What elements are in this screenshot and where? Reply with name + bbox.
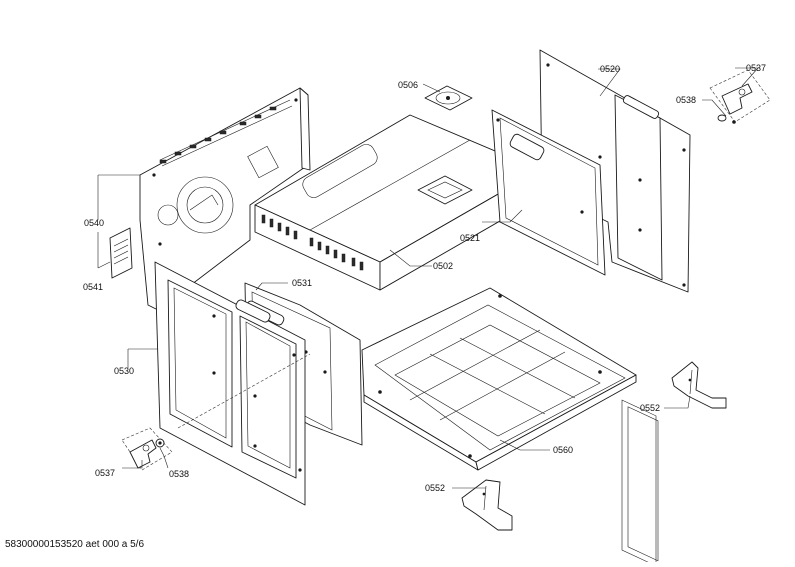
hinge-bracket-bottom	[121, 427, 173, 471]
callout-0537-bottom: 0537	[95, 468, 115, 478]
callout-labels: 0506 0520 0537 0538 0540 0521 0541 0502 …	[83, 63, 766, 493]
top-housing	[254, 114, 541, 291]
support-bracket-bottom	[461, 479, 513, 531]
callout-0552-right: 0552	[640, 403, 660, 413]
left-side-wall	[139, 87, 311, 311]
callout-0502: 0502	[433, 261, 453, 271]
drawing-number-footer: 58300000153520 aet 000 a 5/6	[5, 539, 145, 550]
callout-0530: 0530	[114, 366, 134, 376]
callout-0560: 0560	[553, 445, 573, 455]
rear-panel	[491, 109, 606, 276]
callout-0521: 0521	[460, 233, 480, 243]
callout-0538-bottom: 0538	[169, 469, 189, 479]
support-bracket-right	[671, 361, 727, 409]
front-frame	[154, 261, 311, 506]
callout-0538-top: 0538	[676, 95, 696, 105]
callout-0506: 0506	[398, 80, 418, 90]
callout-0531: 0531	[292, 278, 312, 288]
base-tray	[361, 287, 637, 471]
callout-0520: 0520	[600, 64, 620, 74]
callout-0552-bottom: 0552	[425, 483, 445, 493]
leader-lines	[97, 67, 759, 489]
side-cover-plate	[109, 227, 133, 279]
fan-cover	[424, 85, 473, 111]
hinge-bracket-top	[709, 69, 771, 124]
callout-0540: 0540	[84, 218, 104, 228]
callout-0537-top: 0537	[746, 63, 766, 73]
right-side-wall	[539, 49, 691, 567]
callout-0541: 0541	[83, 282, 103, 292]
